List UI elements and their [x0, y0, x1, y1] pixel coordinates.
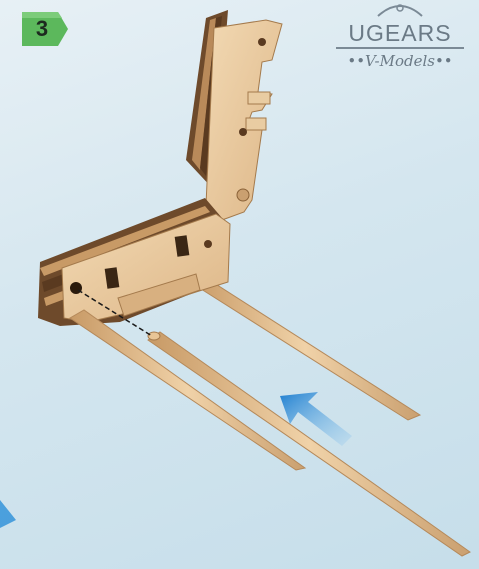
dowel-right	[148, 332, 470, 556]
ugears-logo: UGEARS ••V-Models••	[330, 0, 470, 80]
horizontal-arm	[38, 198, 230, 326]
logo-subtitle: ••V-Models••	[330, 52, 470, 70]
arrow-icon-edge	[0, 500, 16, 528]
logo-brand: UGEARS	[330, 20, 470, 47]
step-number: 3	[22, 12, 62, 46]
step-badge: 3	[22, 12, 68, 46]
dowel-left	[70, 310, 305, 470]
vertical-arm	[186, 10, 282, 220]
logo-divider	[336, 47, 464, 49]
